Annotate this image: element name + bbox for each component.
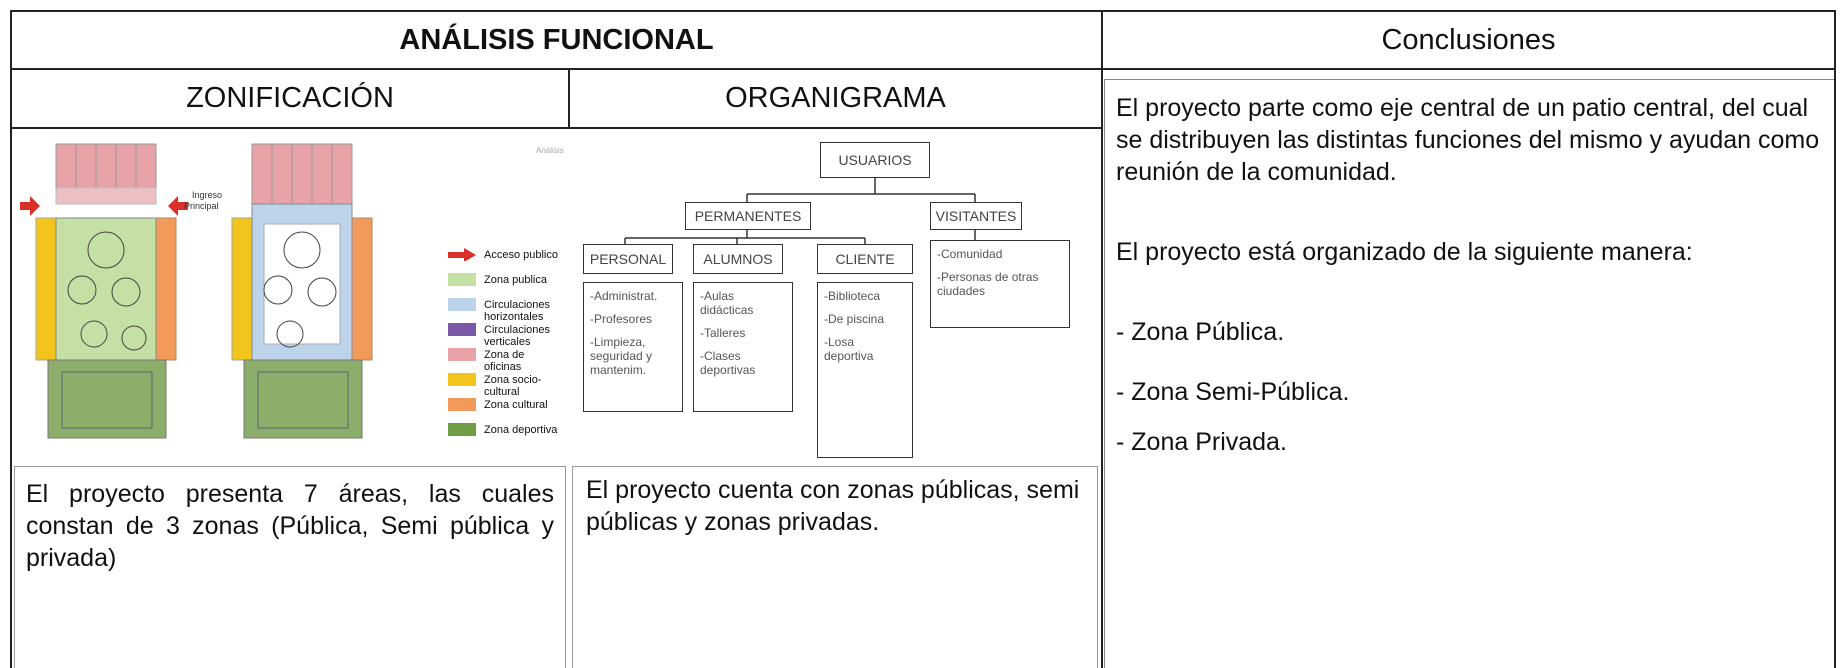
legend-swatch [448, 373, 476, 386]
legend-swatch [448, 398, 476, 411]
conclusion-item: - Zona Semi-Pública. [1116, 378, 1350, 406]
zonificacion-description: El proyecto presenta 7 áreas, las cuales… [26, 480, 554, 572]
org-node-cliente: CLIENTE [817, 244, 913, 274]
zonificacion-text-box [14, 466, 566, 668]
org-list-item: -Personas de otras ciudades [937, 270, 1039, 298]
legend-item: Circulaciones verticales [448, 323, 564, 348]
org-list-item: -Aulas didácticas [700, 289, 754, 317]
zonificacion-heading: ZONIFICACIÓN [186, 82, 394, 114]
organigrama-text-box [572, 466, 1098, 668]
conclusion-item: - Zona Privada. [1116, 428, 1287, 456]
org-list-alumnos: -Aulas didácticas -Talleres -Clases depo… [693, 282, 793, 412]
legend-item: Zona socio- cultural [448, 373, 564, 398]
legend-label: Zona socio- cultural [484, 374, 542, 398]
legend-label: Circulaciones verticales [484, 324, 551, 348]
org-list-item: -Clases deportivas [700, 349, 756, 377]
conclusion-paragraph-1: El proyecto parte como eje central de un… [1116, 94, 1820, 186]
org-node-permanentes: PERMANENTES [685, 202, 811, 230]
organigrama-connectors [624, 178, 976, 244]
legend-swatch [448, 273, 476, 286]
org-list-item: -Administrat. [590, 289, 658, 303]
org-list-item: -Limpieza, seguridad y mantenim. [590, 335, 653, 377]
org-node-alumnos: ALUMNOS [693, 244, 783, 274]
legend-swatch [448, 323, 476, 336]
org-node-personal: PERSONAL [583, 244, 673, 274]
legend-item: Zona publica [448, 273, 547, 286]
legend-label: Zona publica [484, 274, 547, 286]
legend-swatch [448, 423, 476, 436]
main-title: ANÁLISIS FUNCIONAL [399, 23, 714, 56]
organigrama-heading: ORGANIGRAMA [725, 82, 946, 114]
ingreso-label-1: Ingreso [192, 190, 222, 200]
org-list-personal: -Administrat. -Profesores -Limpieza, seg… [583, 282, 683, 412]
legend-label: Acceso publico [484, 249, 558, 261]
legend-item: Zona de oficinas [448, 348, 564, 373]
legend-label: Zona cultural [484, 399, 548, 411]
org-node-visitantes: VISITANTES [930, 202, 1022, 230]
legend-item: Acceso publico [448, 248, 558, 261]
legend-item: Circulaciones horizontales [448, 298, 564, 323]
org-list-item: -De piscina [824, 312, 885, 326]
legend-label: Zona de oficinas [484, 349, 525, 373]
organigrama-figure: USUARIOS PERMANENTES VISITANTES PERSONAL… [575, 132, 1095, 462]
legend-item: Zona deportiva [448, 423, 558, 436]
organigrama-description: El proyecto cuenta con zonas públicas, s… [586, 476, 1080, 536]
org-list-item: -Biblioteca [824, 289, 881, 303]
org-list-item: -Profesores [590, 312, 653, 326]
legend-swatch [448, 348, 476, 361]
legend-label: Zona deportiva [484, 424, 558, 436]
org-list-cliente: -Biblioteca -De piscina -Losa deportiva [817, 282, 913, 458]
corner-label: Análisis [536, 146, 564, 155]
org-list-item: -Comunidad [937, 247, 1003, 261]
legend-label: Circulaciones horizontales [484, 299, 551, 323]
conclusion-paragraph-2: El proyecto está organizado de la siguie… [1116, 238, 1693, 266]
org-list-item: -Losa deportiva [824, 335, 874, 363]
conclusions-title: Conclusiones [1381, 23, 1556, 56]
org-node-usuarios: USUARIOS [820, 142, 930, 178]
org-list-item: -Talleres [700, 326, 746, 340]
zonificacion-figure: Ingreso Principal Análisis Acceso public… [14, 132, 564, 450]
conclusion-item: - Zona Pública. [1116, 318, 1285, 346]
ingreso-label-2: Principal [184, 201, 219, 211]
legend-swatch [448, 298, 476, 311]
legend-item: Zona cultural [448, 398, 548, 411]
floor-plan-drawing: Ingreso Principal [20, 143, 373, 439]
org-list-visitantes: -Comunidad -Personas de otras ciudades [930, 240, 1070, 328]
